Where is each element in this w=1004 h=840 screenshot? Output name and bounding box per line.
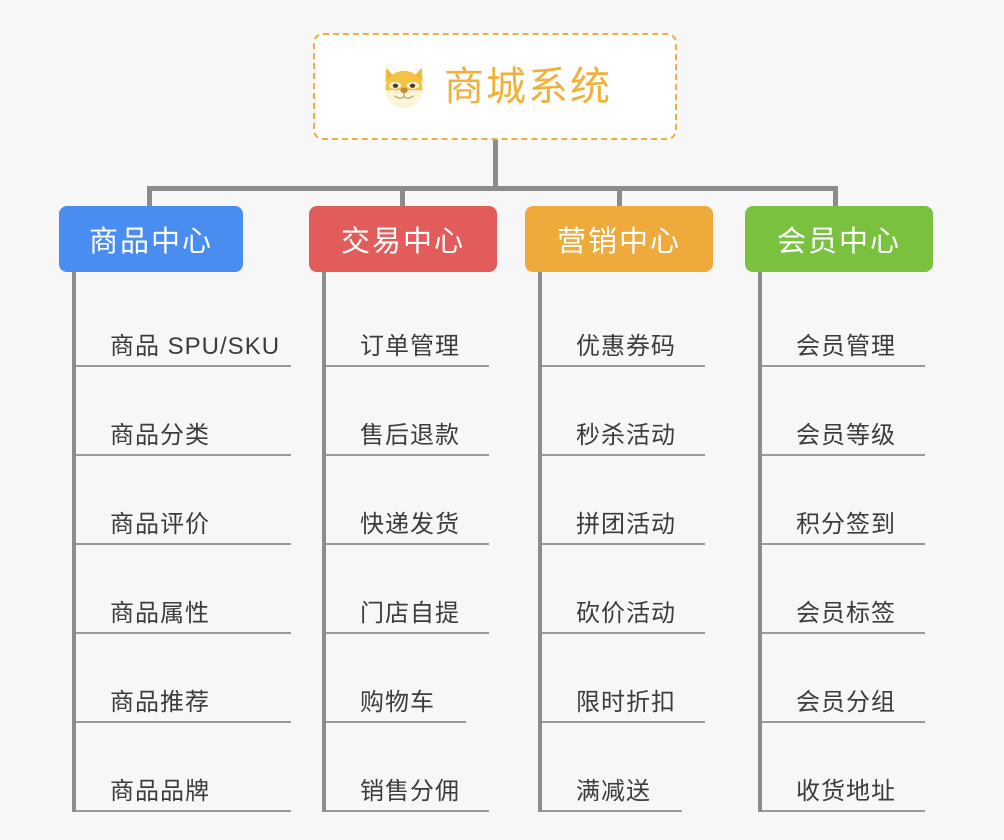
leaf-label: 收货地址 [796, 778, 896, 805]
leaf-label: 会员分组 [796, 689, 896, 716]
leaf-label: 商品分类 [110, 422, 210, 449]
list-item[interactable]: 积分签到 [762, 456, 925, 545]
leaf-label: 销售分佣 [360, 778, 460, 805]
list-item[interactable]: 订单管理 [326, 278, 489, 367]
list-item[interactable]: 满减送 [542, 723, 682, 812]
leaf-label: 会员管理 [796, 333, 896, 360]
list-item[interactable]: 砍价活动 [542, 545, 705, 634]
category-header-product-center[interactable]: 商品中心 [59, 206, 243, 272]
branch-member-center: 会员中心 会员管理 会员等级 积分签到 会员标签 会员分组 收货地址 [745, 206, 933, 812]
connector-drop-2 [400, 186, 405, 208]
list-item[interactable]: 限时折扣 [542, 634, 705, 723]
list-item[interactable]: 销售分佣 [326, 723, 489, 812]
branch-product-center: 商品中心 商品 SPU/SKU 商品分类 商品评价 商品属性 商品推荐 商品品牌 [59, 206, 299, 812]
leaf-label: 门店自提 [360, 600, 460, 627]
leaf-label: 积分签到 [796, 511, 896, 538]
leaf-label: 限时折扣 [576, 689, 676, 716]
category-header-marketing-center[interactable]: 营销中心 [525, 206, 713, 272]
leaf-label: 商品属性 [110, 600, 210, 627]
list-item[interactable]: 拼团活动 [542, 456, 705, 545]
leaf-label: 优惠券码 [576, 333, 676, 360]
leaf-label: 会员等级 [796, 422, 896, 449]
leaf-label: 购物车 [360, 689, 435, 716]
list-item[interactable]: 会员标签 [762, 545, 925, 634]
branch-trade-center: 交易中心 订单管理 售后退款 快递发货 门店自提 购物车 销售分佣 [309, 206, 497, 812]
leaf-label: 订单管理 [360, 333, 460, 360]
leaf-label: 快递发货 [360, 511, 460, 538]
root-title: 商城系统 [444, 64, 612, 109]
list-item[interactable]: 会员管理 [762, 278, 925, 367]
shiba-dog-emoji [385, 67, 423, 108]
list-item[interactable]: 商品分类 [76, 367, 291, 456]
list-item[interactable]: 会员分组 [762, 634, 925, 723]
list-item[interactable]: 商品属性 [76, 545, 291, 634]
list-item[interactable]: 商品推荐 [76, 634, 291, 723]
leaf-label: 商品品牌 [110, 778, 210, 805]
list-item[interactable]: 优惠券码 [542, 278, 705, 367]
list-item[interactable]: 商品 SPU/SKU [76, 278, 291, 367]
list-item[interactable]: 购物车 [326, 634, 466, 723]
leaf-list-member-center: 会员管理 会员等级 积分签到 会员标签 会员分组 收货地址 [758, 272, 933, 812]
leaf-list-trade-center: 订单管理 售后退款 快递发货 门店自提 购物车 销售分佣 [322, 272, 497, 812]
list-item[interactable]: 售后退款 [326, 367, 489, 456]
connector-drop-1 [147, 186, 152, 208]
category-header-trade-center[interactable]: 交易中心 [309, 206, 497, 272]
connector-drop-4 [833, 186, 838, 208]
list-item[interactable]: 门店自提 [326, 545, 489, 634]
connector-bus [147, 186, 838, 191]
leaf-label: 售后退款 [360, 422, 460, 449]
leaf-label: 拼团活动 [576, 511, 676, 538]
leaf-label: 商品评价 [110, 511, 210, 538]
list-item[interactable]: 秒杀活动 [542, 367, 705, 456]
leaf-label: 满减送 [576, 778, 651, 805]
leaf-list-product-center: 商品 SPU/SKU 商品分类 商品评价 商品属性 商品推荐 商品品牌 [72, 272, 299, 812]
list-item[interactable]: 商品评价 [76, 456, 291, 545]
branch-marketing-center: 营销中心 优惠券码 秒杀活动 拼团活动 砍价活动 限时折扣 满减送 [525, 206, 713, 812]
leaf-label: 砍价活动 [576, 600, 676, 627]
list-item[interactable]: 收货地址 [762, 723, 925, 812]
list-item[interactable]: 商品品牌 [76, 723, 291, 812]
leaf-list-marketing-center: 优惠券码 秒杀活动 拼团活动 砍价活动 限时折扣 满减送 [538, 272, 713, 812]
category-header-member-center[interactable]: 会员中心 [745, 206, 933, 272]
leaf-label: 商品推荐 [110, 689, 210, 716]
leaf-label: 会员标签 [796, 600, 896, 627]
connector-stem [493, 140, 498, 188]
leaf-label: 秒杀活动 [576, 422, 676, 449]
root-node[interactable]: 商城系统 [313, 33, 677, 140]
list-item[interactable]: 会员等级 [762, 367, 925, 456]
connector-drop-3 [617, 186, 622, 208]
leaf-label: 商品 SPU/SKU [110, 333, 281, 360]
list-item[interactable]: 快递发货 [326, 456, 489, 545]
